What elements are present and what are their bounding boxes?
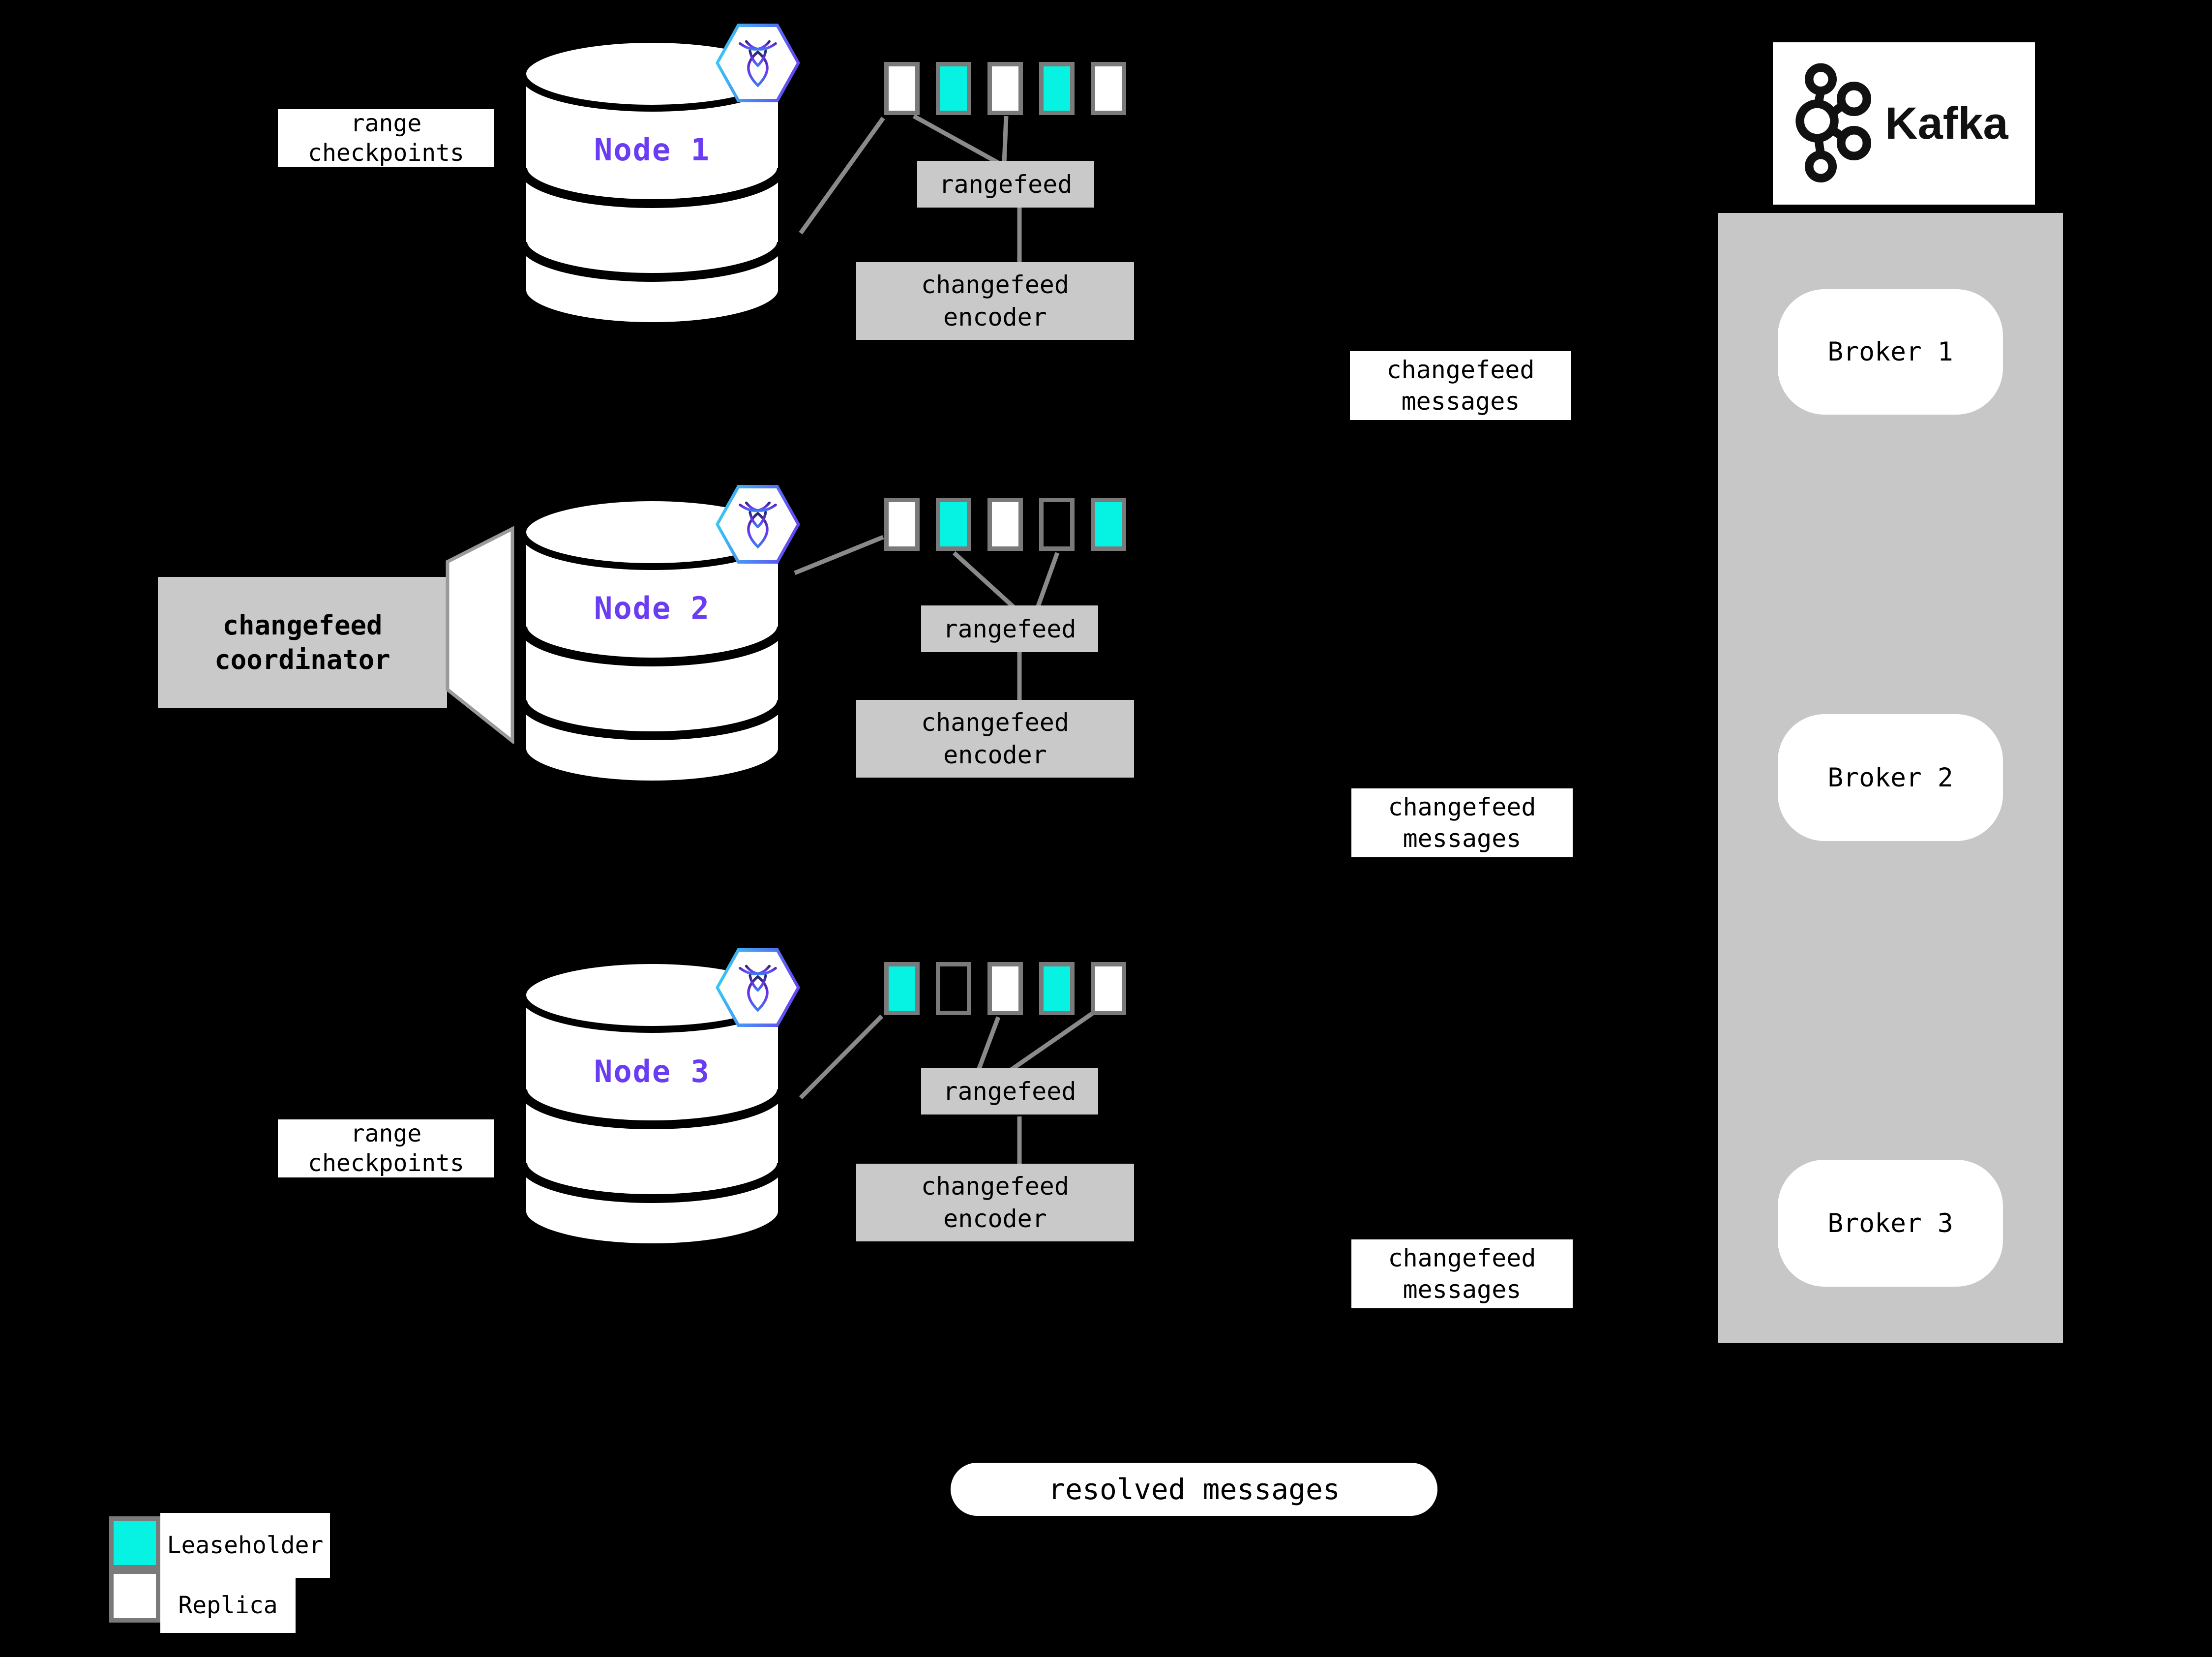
broker-box-3: Broker 3 — [1778, 1160, 2003, 1287]
range-cells-node1 — [884, 62, 1126, 115]
broker-label: Broker 2 — [1827, 762, 1953, 793]
range-cells-node2 — [884, 498, 1126, 551]
legend-label-leaseholder: Leaseholder — [160, 1513, 330, 1578]
broker-box-2: Broker 2 — [1778, 714, 2003, 841]
label-line: changefeed — [1388, 1244, 1536, 1272]
resolved-messages-pill: resolved messages — [951, 1463, 1437, 1516]
range-cell-leaseholder — [884, 962, 920, 1015]
messages-label-node2: changefeed messages — [1351, 788, 1573, 857]
node1-cylinder — [519, 36, 785, 329]
messages-label-node1: changefeed messages — [1350, 351, 1571, 420]
legend-label-replica: Replica — [160, 1578, 296, 1633]
range-cell-replica — [1091, 962, 1126, 1015]
encoder-line: changefeed — [921, 271, 1070, 299]
range-cell-leaseholder — [936, 62, 971, 115]
encoder-line: encoder — [943, 1205, 1047, 1233]
coordinator-label: changefeed coordinator — [158, 577, 447, 708]
encoder-box-node2: changefeed encoder — [856, 700, 1134, 778]
legend-swatch-leaseholder — [109, 1516, 160, 1569]
node3-cylinder — [519, 957, 785, 1250]
label-line: messages — [1403, 1275, 1522, 1304]
label-line: coordinator — [214, 644, 390, 675]
range-cell-replica — [987, 498, 1023, 551]
range-cell-replica — [884, 62, 920, 115]
label-line: changefeed — [1388, 793, 1536, 821]
broker-box-1: Broker 1 — [1778, 289, 2003, 415]
rangefeed-label: rangefeed — [943, 614, 1076, 643]
broker-label: Broker 1 — [1827, 337, 1953, 367]
resolved-messages-label: resolved messages — [1048, 1473, 1340, 1506]
cockroachdb-icon-glyph — [719, 952, 797, 1024]
node1-label: Node 1 — [594, 132, 710, 168]
kafka-title: Kafka — [1885, 98, 2008, 149]
rangefeed-box-node2: rangefeed — [921, 605, 1098, 652]
range-cell-replica — [1091, 62, 1126, 115]
rangefeed-box-node3: rangefeed — [921, 1068, 1098, 1115]
range-cell-leaseholder — [1039, 62, 1075, 115]
kafka-logo-icon — [1795, 63, 1871, 182]
encoder-box-node1: changefeed encoder — [856, 262, 1134, 340]
range-cell-leaseholder — [936, 498, 971, 551]
node2-cylinder — [519, 494, 785, 787]
label-line: changefeed — [222, 609, 383, 641]
label-line: checkpoints — [308, 139, 464, 167]
legend-text: Replica — [178, 1592, 278, 1619]
range-cell-empty — [936, 962, 971, 1015]
range-checkpoints-label-node1: range checkpoints — [278, 109, 494, 167]
encoder-box-node3: changefeed encoder — [856, 1164, 1134, 1241]
encoder-line: encoder — [943, 303, 1047, 331]
range-cell-replica — [987, 962, 1023, 1015]
label-line: range — [350, 110, 422, 137]
kafka-logo-panel: Kafka — [1773, 42, 2035, 205]
cockroachdb-icon-glyph — [719, 488, 797, 560]
cockroachdb-icon — [716, 948, 800, 1027]
cockroachdb-icon-glyph — [719, 27, 797, 99]
node3-label: Node 3 — [594, 1054, 710, 1089]
label-line: messages — [1401, 387, 1520, 416]
legend-text: Leaseholder — [167, 1532, 324, 1559]
coordinator-flag — [446, 526, 514, 744]
range-cell-leaseholder — [1039, 962, 1075, 1015]
label-line: changefeed — [1386, 356, 1535, 384]
label-line: messages — [1403, 824, 1522, 853]
node2-label: Node 2 — [594, 590, 710, 626]
encoder-line: changefeed — [921, 1172, 1070, 1201]
encoder-line: encoder — [943, 741, 1047, 769]
broker-label: Broker 3 — [1827, 1208, 1953, 1238]
rangefeed-label: rangefeed — [943, 1077, 1076, 1106]
range-cells-node3 — [884, 962, 1126, 1015]
encoder-line: changefeed — [921, 708, 1070, 737]
range-cell-replica — [987, 62, 1023, 115]
range-checkpoints-label-node3: range checkpoints — [278, 1119, 494, 1177]
range-cell-leaseholder — [1091, 498, 1126, 551]
range-cell-empty — [1039, 498, 1075, 551]
rangefeed-label: rangefeed — [939, 170, 1073, 199]
messages-label-node3: changefeed messages — [1351, 1239, 1573, 1308]
range-cell-replica — [884, 498, 920, 551]
rangefeed-box-node1: rangefeed — [917, 161, 1094, 208]
label-line: checkpoints — [308, 1149, 464, 1177]
legend-swatch-replica — [109, 1569, 160, 1623]
label-line: range — [350, 1120, 422, 1147]
